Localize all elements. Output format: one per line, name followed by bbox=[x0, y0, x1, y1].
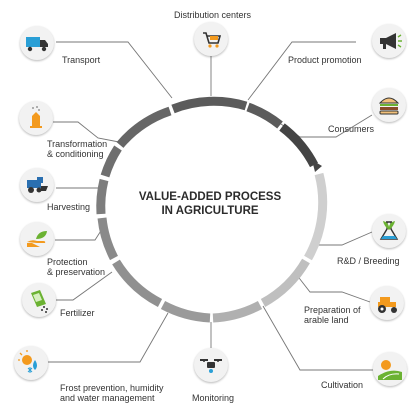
title-line-2: IN AGRICULTURE bbox=[161, 205, 259, 217]
ring-segment-consumers bbox=[279, 123, 318, 168]
label-distribution: Distribution centers bbox=[174, 10, 252, 20]
connector-lines bbox=[40, 41, 373, 371]
label-frost-line-1: Frost prevention, humidity bbox=[60, 383, 164, 393]
connector-frost bbox=[48, 312, 169, 363]
label-harvesting: Harvesting bbox=[47, 202, 91, 212]
ring-segment-cultivation bbox=[212, 300, 263, 323]
ring-segment-frost bbox=[112, 259, 163, 307]
diagram-title: VALUE-ADDED PROCESS IN AGRICULTURE bbox=[120, 190, 300, 218]
ring-arrowhead bbox=[312, 160, 322, 172]
label-transformation-line-2: & conditioning bbox=[47, 149, 104, 159]
silo-icon bbox=[19, 101, 53, 135]
connector-protection bbox=[55, 225, 105, 241]
megaphone-icon bbox=[372, 24, 406, 58]
burger-icon bbox=[372, 88, 406, 122]
label-transformation: Transformation & conditioning bbox=[47, 139, 107, 159]
ring-segment-protection bbox=[96, 178, 109, 215]
label-rnd: R&D / Breeding bbox=[337, 256, 400, 266]
label-consumers: Consumers bbox=[328, 124, 375, 134]
ring-segment-distribution bbox=[171, 96, 248, 114]
truck-icon bbox=[20, 26, 54, 60]
label-monitoring: Monitoring bbox=[192, 393, 235, 403]
label-frost-line-2: and water management bbox=[60, 393, 155, 403]
title-line-1: VALUE-ADDED PROCESS bbox=[138, 191, 282, 203]
ring-segment-preparation bbox=[260, 258, 310, 307]
seedling-flask-icon bbox=[372, 214, 406, 248]
connector-cultivation bbox=[262, 305, 373, 371]
label-promotion: Product promotion bbox=[288, 55, 362, 65]
drone-icon bbox=[194, 348, 228, 382]
label-protection: Protection & preservation bbox=[47, 257, 105, 277]
harvester-icon bbox=[20, 168, 54, 202]
label-cultivation: Cultivation bbox=[321, 380, 364, 390]
sun-snow-drop-icon bbox=[14, 346, 48, 380]
label-preparation-line-2: arable land bbox=[304, 315, 349, 325]
ring-segment-harvesting bbox=[100, 145, 122, 178]
label-transport: Transport bbox=[62, 55, 101, 65]
process-ring bbox=[96, 96, 328, 323]
ring-segment-transformation bbox=[116, 106, 172, 148]
field-sun-icon bbox=[373, 352, 407, 386]
label-preparation: Preparation of arable land bbox=[304, 305, 361, 325]
fertilizer-bag-icon bbox=[22, 283, 56, 317]
ring-segment-promotion bbox=[246, 102, 283, 129]
connector-rnd bbox=[318, 231, 373, 246]
label-fertilizer: Fertilizer bbox=[60, 308, 95, 318]
shopping-cart-icon bbox=[194, 22, 228, 56]
ring-segment-rnd bbox=[304, 172, 328, 261]
label-protection-line-2: & preservation bbox=[47, 267, 106, 277]
connector-preparation bbox=[295, 273, 371, 303]
connector-transformation bbox=[53, 121, 120, 143]
hand-leaf-icon bbox=[20, 222, 54, 256]
connector-transport bbox=[56, 41, 173, 99]
ring-segment-fertilizer bbox=[97, 217, 119, 261]
label-preparation-line-1: Preparation of bbox=[304, 305, 361, 315]
label-transformation-line-1: Transformation bbox=[47, 139, 108, 149]
tractor-icon bbox=[370, 286, 404, 320]
label-protection-line-1: Protection bbox=[47, 257, 88, 267]
label-frost: Frost prevention, humidity and water man… bbox=[60, 383, 164, 403]
ring-segment-monitoring bbox=[160, 300, 211, 323]
connector-promotion bbox=[247, 41, 356, 101]
